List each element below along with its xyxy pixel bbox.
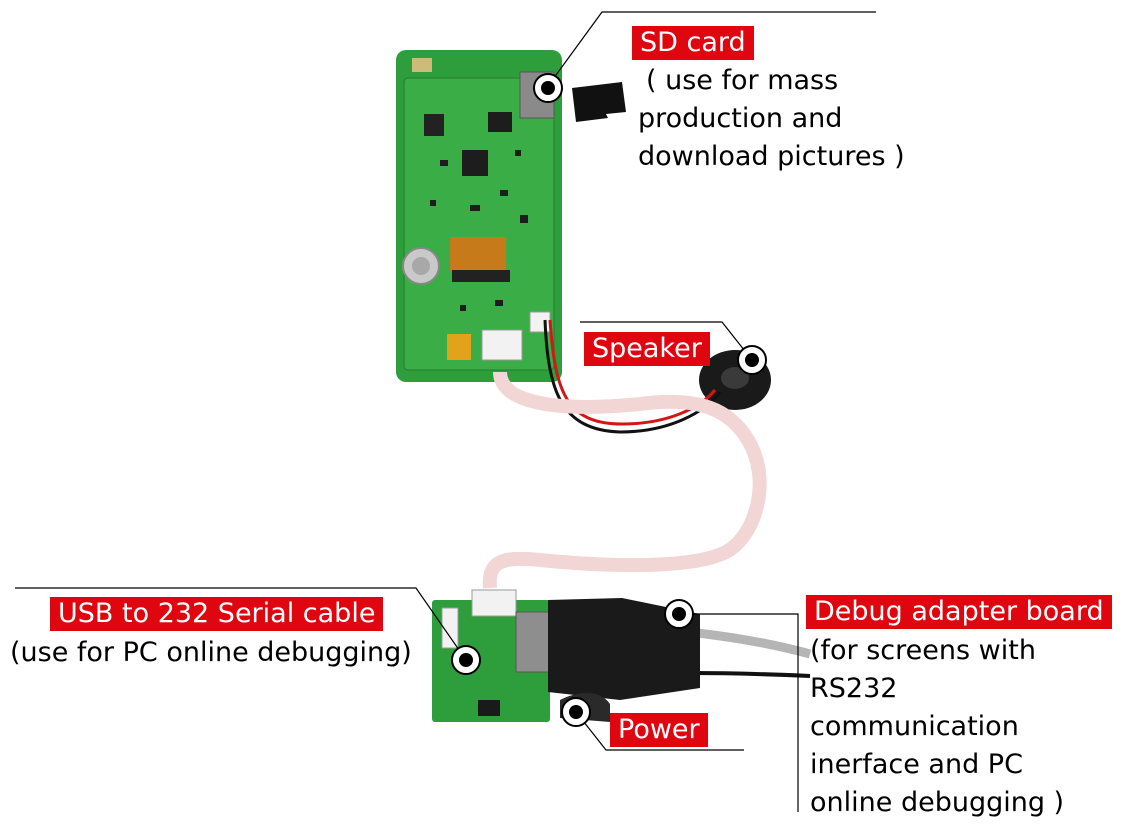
leader-lines: [15, 11, 876, 812]
sd-card-desc-line: production and: [638, 103, 843, 134]
usb-cable-label: USB to 232 Serial cable: [50, 597, 384, 631]
display-pcb: [396, 50, 562, 382]
sd-card-desc-line: download pictures ): [638, 141, 905, 172]
sd-card-description: ( use for mass production and download p…: [638, 62, 905, 176]
usb-cable-desc-line: (use for PC online debugging): [10, 637, 412, 668]
debug-board-desc-line: inerface and PC: [810, 749, 1023, 780]
sd-card-desc-line: ( use for mass: [646, 65, 839, 96]
debug-board-desc-line: (for screens with: [810, 635, 1036, 666]
callout-markers: [451, 73, 767, 727]
debug-adapter-board: [432, 589, 700, 722]
sd-card-label: SD card: [632, 26, 754, 60]
debug-board-label: Debug adapter board: [806, 595, 1112, 629]
debug-board-description: (for screens with RS232 communication in…: [810, 632, 1064, 822]
debug-board-desc-line: RS232: [810, 673, 898, 704]
sd-card-photo: [572, 82, 626, 122]
usb-cable-description: (use for PC online debugging): [10, 634, 412, 672]
speaker-label: Speaker: [584, 332, 710, 366]
power-label: Power: [610, 713, 708, 747]
debug-board-desc-line: communication: [810, 711, 1019, 742]
debug-board-desc-line: online debugging ): [810, 787, 1065, 818]
